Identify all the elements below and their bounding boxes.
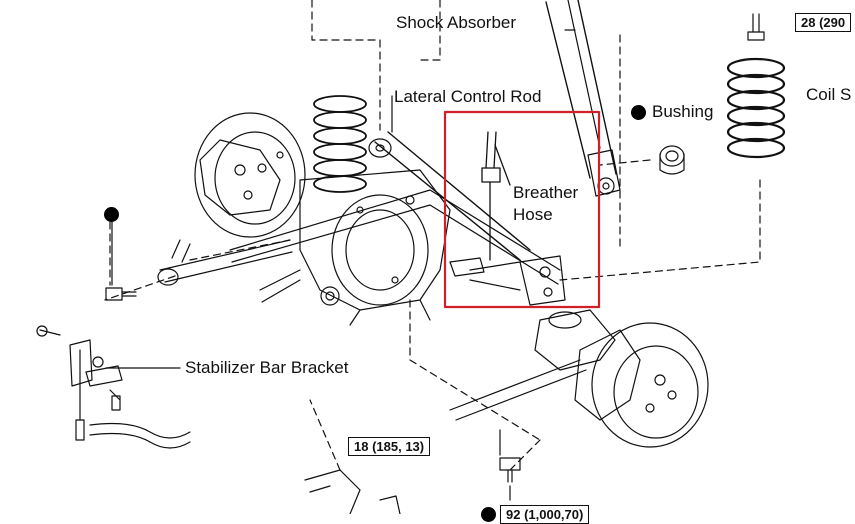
right-axle-tube: [449, 359, 587, 421]
torque-spec-bottom-partial: 92 (1,000,70): [500, 505, 590, 524]
label-breather-hose-line2: Hose: [513, 205, 553, 224]
label-stabilizer-bar-bracket: Stabilizer Bar Bracket: [185, 358, 349, 377]
lower-link: [157, 239, 293, 286]
label-lateral-control-rod: Lateral Control Rod: [394, 87, 542, 106]
torque-spec-bottom-center: 18 (185, 13): [348, 437, 431, 456]
black-dot-marker: [481, 507, 496, 522]
stabilizer-assembly: [36, 325, 191, 449]
shock-absorber: [545, 0, 621, 197]
lower-bracket: [304, 469, 401, 515]
coil-spring-left: [313, 95, 367, 193]
bushing: [659, 145, 685, 175]
axle-housing: [229, 169, 561, 326]
bolt-icon: [499, 457, 521, 483]
label-bushing: Bushing: [652, 102, 714, 121]
breather-hose: [481, 131, 511, 261]
highlight-box: [443, 110, 601, 309]
label-breather-hose-line1: Breather: [513, 183, 579, 202]
axle-bracket: [449, 255, 566, 306]
label-coil-spring: Coil S: [806, 85, 852, 104]
left-brake-assembly: [194, 112, 306, 238]
lateral-control-rod: [368, 131, 531, 261]
torque-spec-top-right: 28 (290: [795, 13, 852, 32]
dashed-leaders: [104, 0, 761, 471]
bolt-icon: [105, 287, 137, 301]
right-brake-assembly: [534, 309, 709, 448]
black-dot-marker: [631, 105, 646, 120]
coil-spring-right: [726, 57, 786, 159]
label-shock-absorber: Shock Absorber: [396, 13, 517, 32]
top-bolt: [747, 13, 765, 41]
label-leaders: [105, 29, 646, 501]
black-dot-marker: [104, 207, 119, 222]
